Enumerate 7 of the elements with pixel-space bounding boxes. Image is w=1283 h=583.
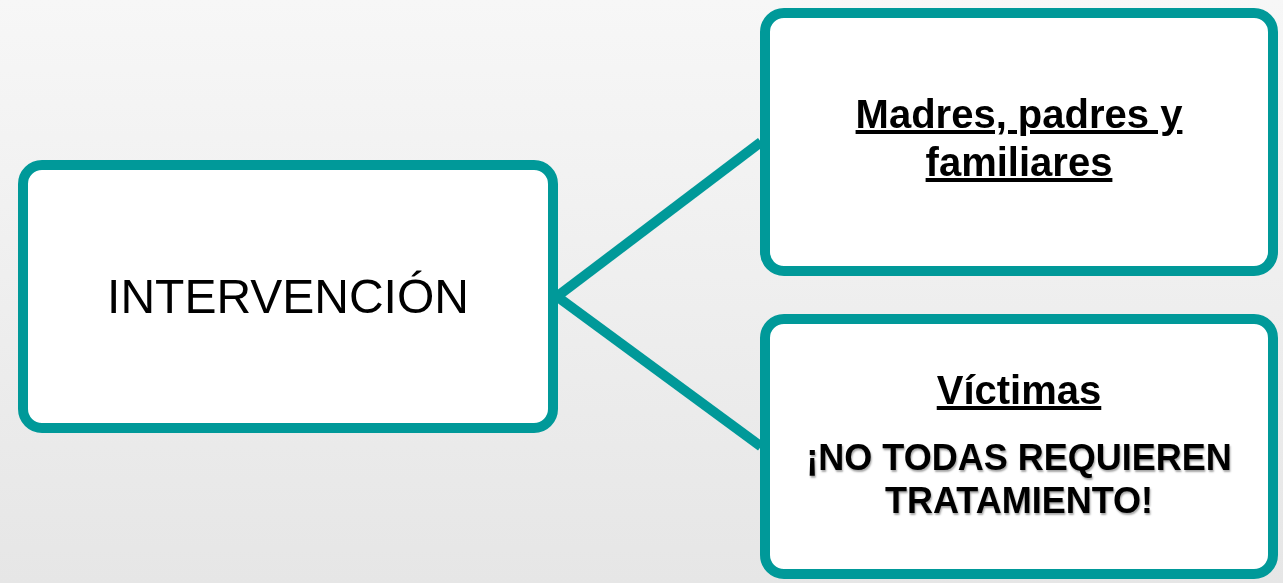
node-note: ¡NO TODAS REQUIEREN TRATAMIENTO! [805,436,1233,523]
rounded-box [18,160,558,433]
rounded-box [760,8,1278,276]
node-heading: Madres, padres y familiares [854,91,1184,186]
node-heading: Víctimas [936,367,1102,414]
node-heading: INTERVENCIÓN [107,268,469,325]
rounded-box [760,314,1278,579]
